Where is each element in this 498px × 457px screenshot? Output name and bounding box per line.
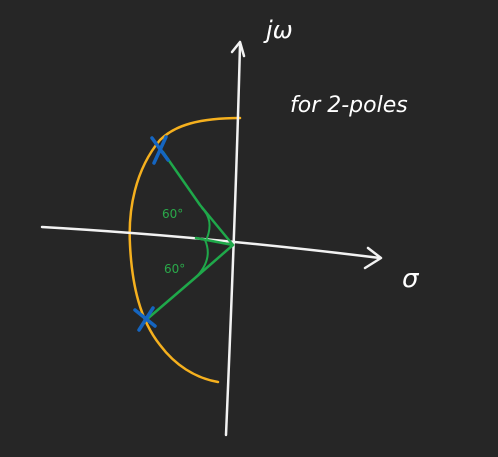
pole-line-upper [161,150,235,247]
angle-arc-upper [201,207,211,239]
sigma-axis-label: σ [402,264,420,294]
sigma-axis [40,225,382,260]
pole-marker-lower [133,306,157,332]
real-axis-reference-line [194,236,235,247]
butterworth-arc [128,116,242,384]
angle-label-lower: 60° [164,262,185,276]
sigma-arrowhead [363,246,383,270]
jw-arrowhead [230,40,246,58]
jw-axis-label: jω [263,16,293,44]
pole-marker-upper [150,135,170,165]
two-poles-annotation: for 2-poles [290,93,408,118]
angle-label-upper: 60° [162,207,183,221]
angle-arc-lower [197,239,209,276]
pole-line-lower [144,243,235,322]
jw-axis [224,43,242,437]
